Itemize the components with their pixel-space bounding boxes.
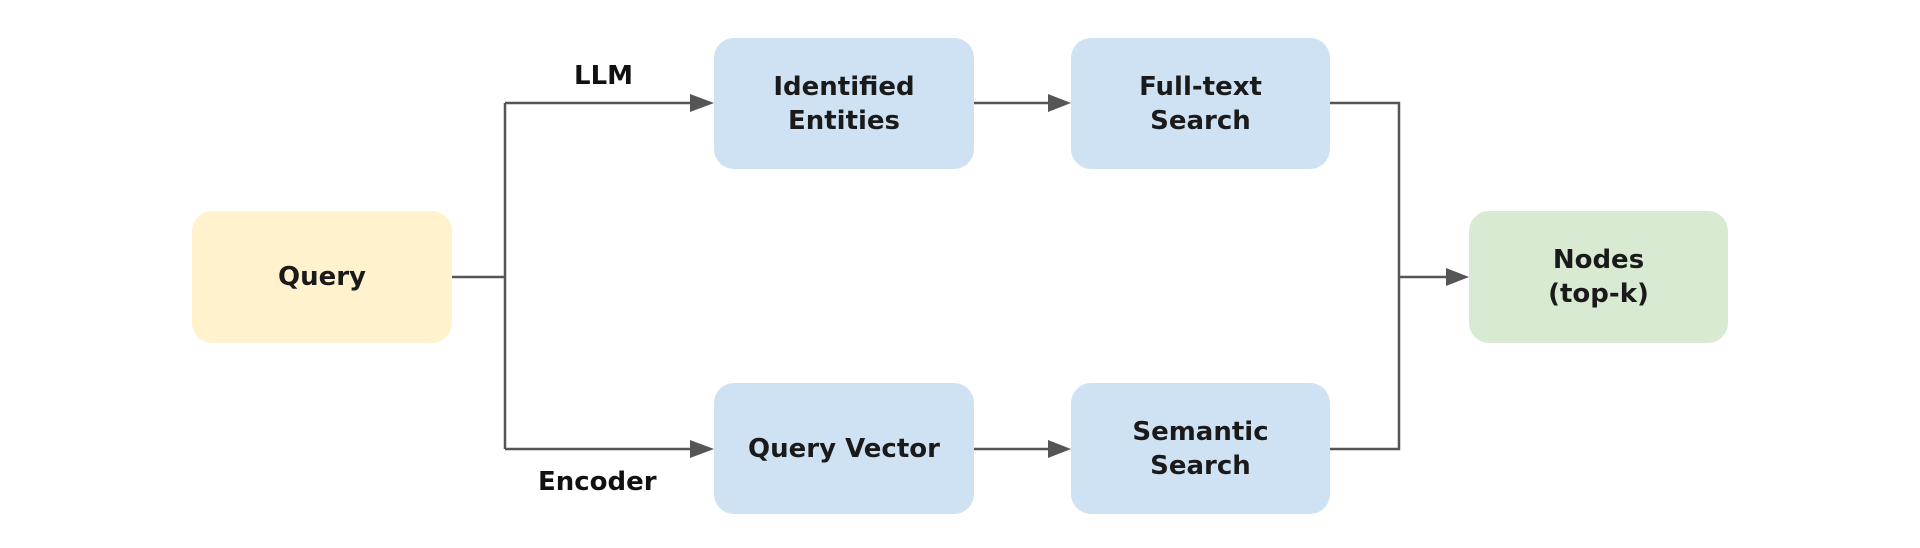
arrowhead-semantic xyxy=(1048,440,1071,458)
arrowhead-entities xyxy=(690,94,714,112)
arrowhead-fulltext xyxy=(1048,94,1071,112)
query-node: Query xyxy=(192,211,452,343)
semantic-search-label: Semantic Search xyxy=(1132,416,1269,481)
nodes-output-label: Nodes (top-k) xyxy=(1548,245,1649,309)
nodes-output-node: Nodes (top-k) xyxy=(1469,211,1728,343)
arrowhead-vector xyxy=(690,440,714,458)
full-text-search-label: Full-text Search xyxy=(1139,71,1262,136)
query-vector-node: Query Vector xyxy=(714,383,974,514)
query-vector-label: Query Vector xyxy=(748,433,940,464)
semantic-search-node: Semantic Search xyxy=(1071,383,1330,514)
arrowhead-nodes xyxy=(1446,268,1469,286)
encoder-edge-label: Encoder xyxy=(538,467,657,497)
query-node-label: Query xyxy=(277,262,367,292)
connector-fulltext-out xyxy=(1330,101,1401,451)
llm-edge-label: LLM xyxy=(574,61,634,91)
identified-entities-label: Identified Entities xyxy=(773,71,915,136)
identified-entities-node: Identified Entities xyxy=(714,38,974,169)
full-text-search-node: Full-text Search xyxy=(1071,38,1330,169)
